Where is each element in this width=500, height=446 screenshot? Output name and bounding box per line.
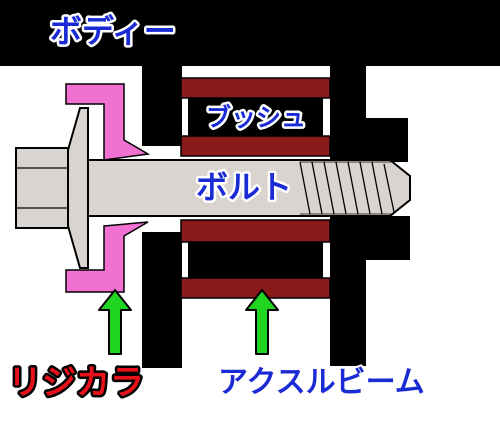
axle-beam-lower <box>330 216 366 366</box>
label-bush: ブッシュ <box>206 103 306 132</box>
label-axle-beam: アクスルビーム <box>218 365 425 400</box>
bush-upper-core <box>188 98 323 136</box>
bush-lower-band-bottom <box>180 277 331 299</box>
axle-beam-upper-ext <box>330 118 408 162</box>
bolt-flange <box>67 107 89 269</box>
bolt-thread <box>299 161 395 215</box>
bush-lower-band-top <box>180 219 331 243</box>
body-panel <box>0 0 500 66</box>
label-collar: リジカラ <box>8 363 144 403</box>
collar-upper <box>65 83 151 161</box>
bolt-shaft <box>87 159 411 217</box>
axle-beam-arrow <box>245 289 279 355</box>
body-bracket-upper <box>142 66 182 146</box>
label-body: ボディー <box>50 12 176 50</box>
body-bracket-lower <box>142 232 182 368</box>
label-bolt: ボルト <box>196 168 292 206</box>
collar-lower <box>65 221 149 293</box>
bolt-head <box>15 147 69 229</box>
collar-arrow <box>98 289 132 355</box>
bush-lower-core <box>188 242 323 278</box>
bush-upper-band-top <box>180 77 331 99</box>
bush-upper-band-bottom <box>180 135 331 157</box>
